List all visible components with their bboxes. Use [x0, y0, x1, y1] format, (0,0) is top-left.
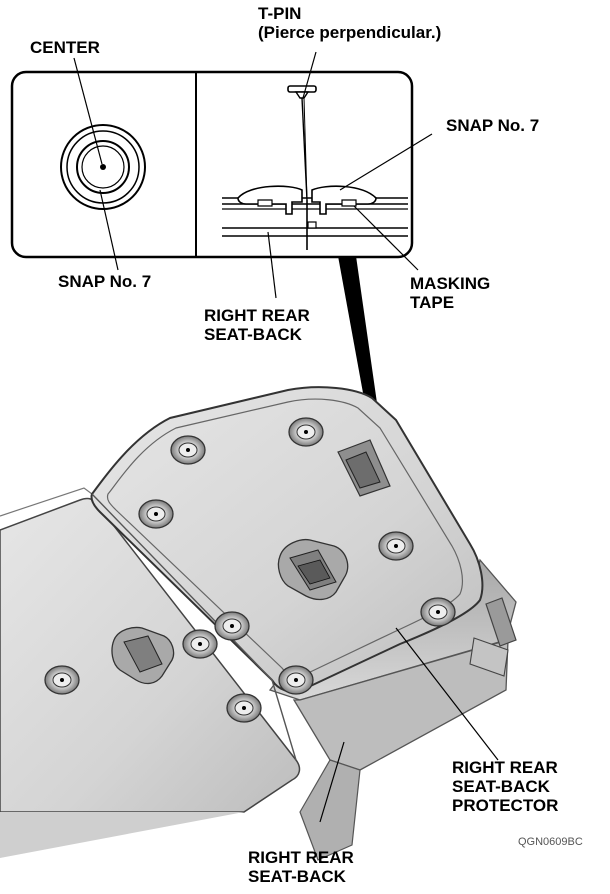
- leader-seat-back-lower: [319, 741, 345, 823]
- leader-snap-top: [339, 133, 433, 191]
- center-mark: [100, 164, 106, 170]
- label-seat-back-lower-line2: SEAT-BACK: [248, 867, 346, 886]
- snap-10: [44, 665, 80, 695]
- label-masking-tape: MASKING TAPE: [410, 274, 490, 312]
- label-seat-back-upper-line2: SEAT-BACK: [204, 325, 302, 344]
- snap-2: [288, 417, 324, 447]
- label-protector-line1: RIGHT REAR: [452, 758, 558, 777]
- snap-9: [226, 693, 262, 723]
- leader-masking: [353, 205, 419, 271]
- label-center: CENTER: [30, 38, 100, 57]
- label-snap-left: SNAP No. 7: [58, 272, 151, 291]
- protector-snaps: [44, 417, 456, 723]
- leader-seat-back-upper: [267, 231, 277, 299]
- label-tpin: T-PIN (Pierce perpendicular.): [258, 4, 441, 42]
- label-snap-top-text: SNAP No. 7: [446, 116, 540, 135]
- leader-snap-left: [99, 189, 119, 271]
- label-protector-line3: PROTECTOR: [452, 796, 559, 815]
- label-tpin-line2: (Pierce perpendicular.): [258, 23, 442, 42]
- leader-lines: [73, 51, 499, 823]
- figure-code: QGN0609BC: [518, 836, 583, 848]
- label-seat-back-upper-line1: RIGHT REAR: [204, 306, 310, 325]
- label-center-text: CENTER: [30, 38, 100, 57]
- detail-inset: [10, 70, 414, 259]
- snap-6: [214, 611, 250, 641]
- label-masking-line2: TAPE: [410, 293, 455, 312]
- label-tpin-line1: T-PIN: [258, 4, 302, 23]
- snap-3: [138, 499, 174, 529]
- detail-inset-frame: [10, 70, 414, 259]
- leader-tpin: [302, 51, 317, 99]
- snap-1: [170, 435, 206, 465]
- label-seat-back-lower: RIGHT REAR SEAT-BACK: [248, 848, 354, 886]
- leader-protector: [395, 627, 499, 761]
- label-masking-line1: MASKING: [410, 274, 491, 293]
- snap-top-view: [60, 124, 146, 210]
- leader-center: [73, 57, 103, 165]
- label-seat-back-upper: RIGHT REAR SEAT-BACK: [204, 306, 310, 344]
- label-protector: RIGHT REAR SEAT-BACK PROTECTOR: [452, 758, 558, 815]
- snap-7: [182, 629, 218, 659]
- label-snap-top: SNAP No. 7: [446, 116, 539, 135]
- snap-4: [378, 531, 414, 561]
- label-seat-back-lower-line1: RIGHT REAR: [248, 848, 354, 867]
- snap-cross-section: [222, 85, 408, 250]
- snap-8: [278, 665, 314, 695]
- label-protector-line2: SEAT-BACK: [452, 777, 550, 796]
- label-snap-left-text: SNAP No. 7: [58, 272, 152, 291]
- snap-5: [420, 597, 456, 627]
